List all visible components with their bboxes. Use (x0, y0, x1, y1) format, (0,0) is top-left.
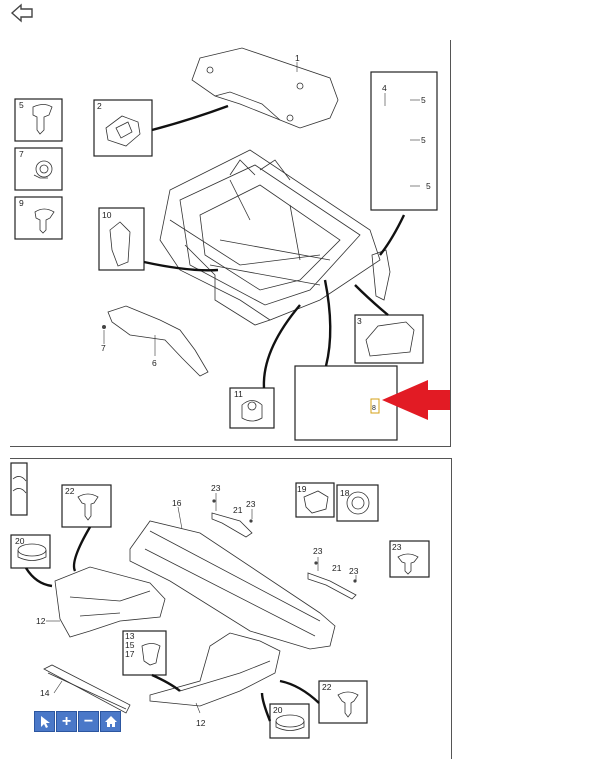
viewer-toolbar: + − (34, 711, 121, 733)
callout-5-c: 5 (426, 181, 431, 191)
callout-23-d: 23 (349, 566, 359, 576)
upper-diagram-canvas: 1 2 3 4 5 5 5 5 6 7 7 9 10 11 8 (14, 47, 503, 441)
callout-22-upper: 22 (65, 486, 75, 496)
part-1-cover (191, 47, 339, 129)
callout-7-inset: 7 (19, 149, 24, 159)
callout-11-inset: 11 (234, 389, 243, 399)
part-21-bracket-upper (211, 512, 253, 538)
inset-part-10 (98, 207, 145, 271)
callout-2: 2 (97, 101, 102, 111)
callout-20-left: 20 (15, 536, 25, 546)
upper-exploded-diagram: 1 2 3 4 5 5 5 5 6 7 7 9 10 11 8 (10, 40, 503, 447)
callout-10-inset: 10 (102, 210, 112, 220)
callout-22-lower: 22 (322, 682, 332, 692)
inset-part-9 (14, 196, 63, 240)
part-21-bracket-lower (307, 572, 357, 600)
callout-1: 1 (295, 53, 300, 63)
callout-21-upper: 21 (233, 505, 243, 515)
part-6-side-panel (107, 305, 209, 377)
callout-20-lower: 20 (273, 705, 283, 715)
callout-12-lower: 12 (196, 718, 206, 728)
callout-23-b: 23 (246, 499, 256, 509)
callout-19: 19 (297, 484, 307, 494)
callout-5-a: 5 (421, 95, 426, 105)
inset-part-23 (389, 540, 430, 578)
callout-13: 13 (125, 631, 135, 641)
callout-17: 17 (125, 649, 135, 659)
part-12-left-shield (54, 566, 166, 638)
callout-12-left: 12 (36, 616, 46, 626)
lower-diagram-canvas: 20 12 12 13 15 17 14 16 18 19 20 21 21 2… (10, 462, 430, 739)
callout-14: 14 (40, 688, 50, 698)
callout-15: 15 (125, 640, 135, 650)
inset-part-3 (354, 314, 424, 364)
callout-4: 4 (382, 83, 387, 93)
zoom-in-icon[interactable]: + (56, 711, 77, 732)
inset-part-20-left (10, 534, 51, 569)
callout-6: 6 (152, 358, 157, 368)
inset-part-5 (14, 98, 63, 142)
callout-16: 16 (172, 498, 182, 508)
callout-23-a: 23 (211, 483, 221, 493)
inset-part-2 (93, 99, 153, 157)
part-14-strip (43, 664, 131, 714)
home-icon[interactable] (100, 711, 121, 732)
callout-5-b: 5 (421, 135, 426, 145)
callout-9-inset: 9 (19, 198, 24, 208)
callout-3: 3 (357, 316, 362, 326)
callout-23-inset: 23 (392, 542, 402, 552)
inset-part-4 (370, 71, 438, 211)
part-12-lower-shield (149, 632, 281, 707)
callout-8: 8 (372, 405, 376, 412)
zoom-out-icon[interactable]: − (78, 711, 99, 732)
part-16-beam (129, 520, 336, 650)
callout-7: 7 (101, 343, 106, 353)
inset-part-18 (336, 484, 379, 522)
inset-part-8 (294, 365, 398, 441)
cursor-arrow-icon[interactable] (34, 711, 55, 732)
inset-part-22-upper (61, 484, 112, 528)
callout-18: 18 (340, 488, 350, 498)
callout-5-inset: 5 (19, 100, 24, 110)
inset-part-7 (14, 147, 63, 191)
callout-23-c: 23 (313, 546, 323, 556)
lower-exploded-diagram: 20 12 12 13 15 17 14 16 18 19 20 21 21 2… (10, 458, 452, 759)
inset-part-13-15-17 (122, 630, 167, 676)
back-arrow-icon[interactable] (10, 2, 36, 24)
callout-21-lower: 21 (332, 563, 342, 573)
inset-part-20-lower (269, 703, 310, 739)
